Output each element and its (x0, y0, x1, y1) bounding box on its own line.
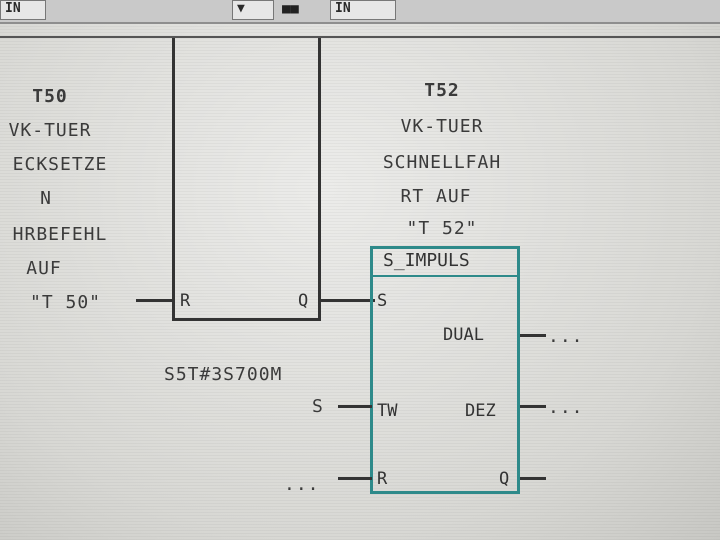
dez-output-operand[interactable]: ... (548, 397, 584, 418)
left-r-wire (136, 299, 174, 302)
toolbar-field-label-2: IN (335, 1, 351, 16)
r-wire (338, 477, 372, 480)
dual-output-wire (520, 334, 546, 337)
q-output-wire (520, 477, 546, 480)
left-pin-r: R (180, 291, 191, 311)
tw-wire (338, 405, 372, 408)
left-timer-comment-5: AUF (26, 258, 62, 279)
left-timer-comment-2: ECKSETZE (12, 154, 108, 175)
left-block-bottom-edge (172, 318, 321, 321)
pin-dez: DEZ (465, 401, 496, 421)
function-block-header: S_IMPULS (373, 249, 517, 277)
pin-q: Q (499, 469, 510, 489)
right-timer-comment-1: VK-TUER (400, 116, 484, 137)
left-block-right-edge (318, 36, 321, 320)
s-impuls-function-block[interactable]: S_IMPULS S DUAL TW DEZ R Q (370, 246, 520, 494)
left-timer-comment-1: VK-TUER (8, 120, 92, 141)
toolbar-field-label: IN (5, 1, 21, 16)
chevron-down-icon: ▼ (237, 1, 245, 16)
r-input-operand[interactable]: ... (284, 474, 320, 495)
tw-preset-value[interactable]: S5T#3S700M (164, 364, 283, 385)
left-block-left-edge (172, 36, 175, 320)
left-timer-name: T50 (32, 86, 68, 107)
right-timer-name: T52 (424, 80, 460, 101)
pin-s: S (377, 291, 388, 311)
pin-tw: TW (377, 401, 398, 421)
network-top-divider (0, 36, 720, 38)
dez-output-wire (520, 405, 546, 408)
right-timer-comment-3: RT AUF (400, 186, 472, 207)
block-icon[interactable]: ■■ (282, 1, 299, 17)
q-to-s-wire (321, 299, 375, 302)
toolbar-input-field-2[interactable]: IN (330, 0, 396, 20)
pin-dual: DUAL (443, 325, 484, 345)
left-timer-comment-3: N (40, 188, 52, 209)
left-timer-operand: "T 50" (30, 292, 102, 313)
toolbar-input-field[interactable]: IN (0, 0, 46, 20)
pin-r: R (377, 469, 388, 489)
function-block-type: S_IMPULS (383, 250, 470, 271)
toolbar-dropdown[interactable]: ▼ (232, 0, 274, 20)
right-timer-comment-2: SCHNELLFAH (382, 152, 502, 173)
left-timer-comment-4: HRBEFEHL (12, 224, 108, 245)
tw-input-operand[interactable]: S (312, 396, 324, 417)
dual-output-operand[interactable]: ... (548, 326, 584, 347)
toolbar: IN ▼ ■■ IN (0, 0, 720, 24)
right-timer-operand: "T 52" (406, 218, 478, 239)
left-pin-q: Q (298, 291, 309, 311)
